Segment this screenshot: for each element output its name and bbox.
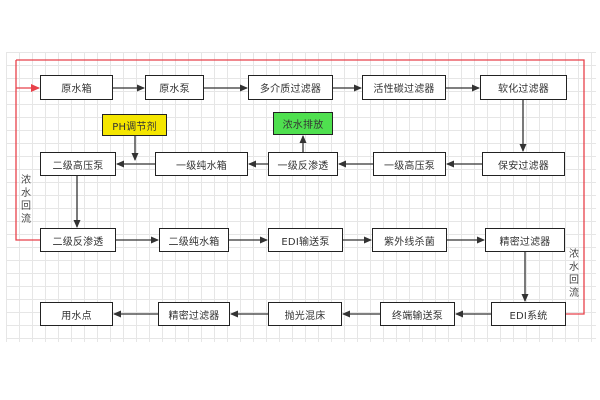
node-activated-carbon-filter[interactable]: 活性碳过滤器 bbox=[362, 75, 446, 100]
node-label: 软化过滤器 bbox=[498, 84, 549, 95]
node-label: 保安过滤器 bbox=[498, 160, 549, 172]
node-label: 终端输送泵 bbox=[392, 310, 443, 322]
node-security-filter[interactable]: 保安过滤器 bbox=[482, 152, 565, 176]
node-label: 抛光混床 bbox=[284, 310, 326, 322]
node-label: EDI输送泵 bbox=[281, 236, 330, 248]
node-polishing-mixed-bed[interactable]: 抛光混床 bbox=[268, 302, 342, 326]
node-label: 活性碳过滤器 bbox=[373, 84, 435, 95]
node-point-of-use[interactable]: 用水点 bbox=[40, 302, 113, 326]
node-secondary-high-pressure-pump[interactable]: 二级高压泵 bbox=[40, 152, 116, 176]
node-primary-ro[interactable]: 一级反渗透 bbox=[268, 152, 338, 176]
node-raw-water-tank[interactable]: 原水箱 bbox=[40, 75, 113, 100]
node-label: 紫外线杀菌 bbox=[384, 236, 435, 248]
node-label: 一级高压泵 bbox=[384, 160, 435, 172]
node-terminal-transfer-pump[interactable]: 终端输送泵 bbox=[380, 302, 455, 326]
node-label: 二级纯水箱 bbox=[168, 236, 220, 248]
label-right-recirculation: 浓水回流 bbox=[569, 249, 579, 299]
node-softening-filter[interactable]: 软化过滤器 bbox=[480, 75, 567, 100]
node-edi-transfer-pump[interactable]: EDI输送泵 bbox=[268, 228, 343, 252]
node-label: 精密过滤器 bbox=[168, 310, 220, 322]
node-label: 浓水排放 bbox=[282, 120, 324, 131]
node-label: EDI系统 bbox=[509, 310, 548, 322]
node-label: 多介质过滤器 bbox=[259, 84, 322, 95]
node-primary-high-pressure-pump[interactable]: 一级高压泵 bbox=[373, 152, 446, 176]
node-ph-regulator[interactable]: PH调节剂 bbox=[102, 114, 167, 136]
diagram-canvas bbox=[6, 52, 596, 342]
node-label: 一级反渗透 bbox=[277, 160, 329, 172]
node-label: 用水点 bbox=[61, 310, 92, 322]
label-left-recirculation: 浓水回流 bbox=[21, 175, 31, 225]
node-label: 二级高压泵 bbox=[52, 160, 104, 172]
recirculation-line-left bbox=[15, 60, 40, 241]
node-precision-filter-1[interactable]: 精密过滤器 bbox=[485, 228, 565, 252]
node-label: 原水泵 bbox=[159, 84, 190, 95]
node-uv-sterilizer[interactable]: 紫外线杀菌 bbox=[372, 228, 447, 252]
node-precision-filter-2[interactable]: 精密过滤器 bbox=[158, 302, 230, 326]
node-concentrate-discharge[interactable]: 浓水排放 bbox=[273, 112, 333, 135]
node-label: 精密过滤器 bbox=[499, 236, 551, 248]
node-label: 一级纯水箱 bbox=[176, 160, 227, 172]
node-label: PH调节剂 bbox=[112, 121, 157, 133]
node-edi-system[interactable]: EDI系统 bbox=[491, 302, 566, 326]
node-secondary-ro[interactable]: 二级反渗透 bbox=[40, 228, 116, 252]
node-raw-water-pump[interactable]: 原水泵 bbox=[145, 75, 204, 100]
node-label: 原水箱 bbox=[61, 84, 92, 95]
node-label: 二级反渗透 bbox=[52, 236, 104, 248]
node-multimedia-filter[interactable]: 多介质过滤器 bbox=[248, 75, 333, 100]
node-primary-pure-water-tank[interactable]: 一级纯水箱 bbox=[155, 152, 248, 176]
recirculation-line-right bbox=[16, 59, 585, 315]
node-secondary-pure-water-tank[interactable]: 二级纯水箱 bbox=[159, 228, 229, 252]
